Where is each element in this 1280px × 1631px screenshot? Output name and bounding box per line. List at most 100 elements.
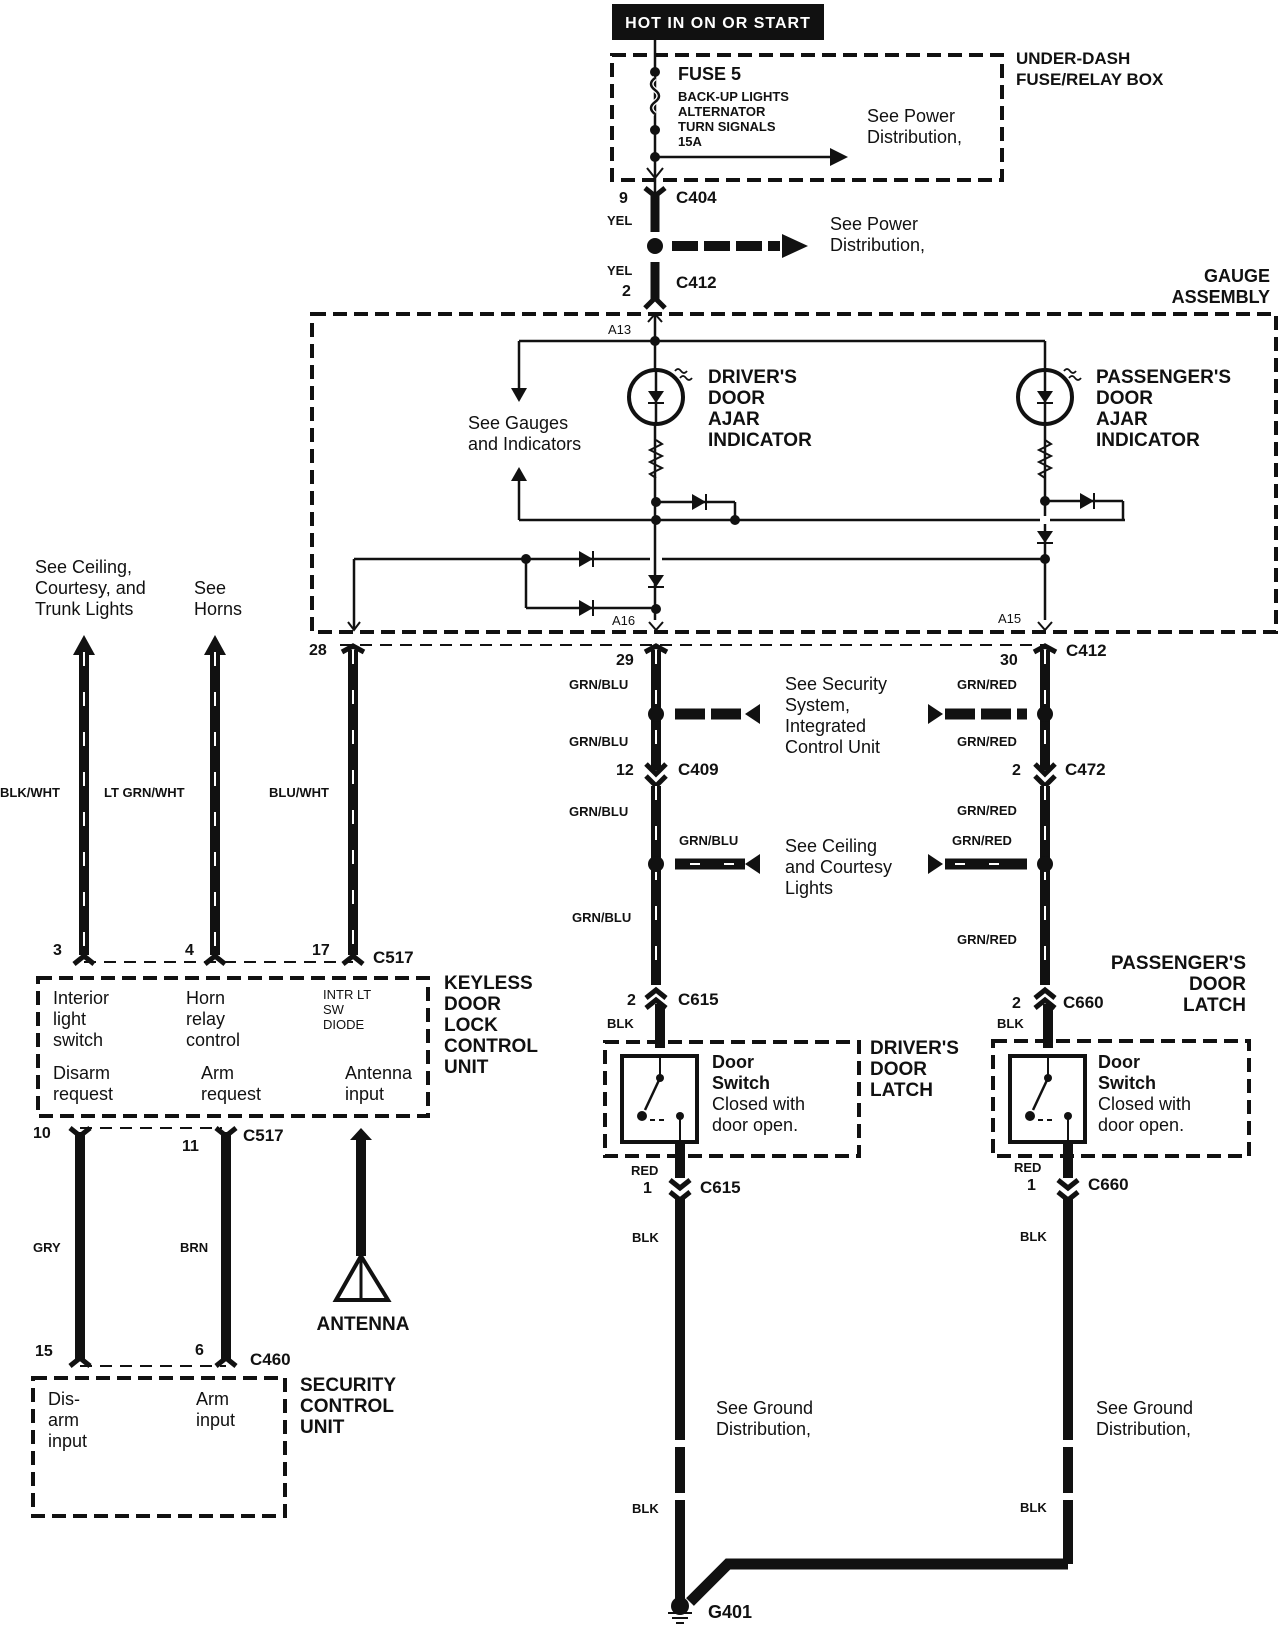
label: Arm <box>196 1389 229 1409</box>
label: SECURITY <box>300 1375 396 1396</box>
label: 12 <box>616 762 634 779</box>
wire-blu-wht: BLU/WHT 17 <box>269 643 366 959</box>
wire-grn-red: GRN/RED GRN/RED 2 C472 GRN/RED GRN/RED G… <box>928 643 1106 985</box>
label: Lights <box>785 878 833 898</box>
label: BRN <box>180 1240 208 1255</box>
label: AJAR <box>1096 409 1148 430</box>
fuse-icon <box>649 77 661 115</box>
label: 17 <box>312 942 330 959</box>
arrow-up-icon <box>350 1128 372 1140</box>
see-ground-distribution-link[interactable]: See Ground <box>716 1398 813 1418</box>
ground-icon <box>671 1597 689 1615</box>
see-power-distribution-link-2[interactable]: See Power <box>830 214 918 234</box>
label: ALTERNATOR <box>678 104 766 119</box>
see-ground-distribution-link-2[interactable]: See Ground <box>1096 1398 1193 1418</box>
label: DOOR <box>444 994 501 1015</box>
label: ANTENNA <box>317 1314 410 1335</box>
label: DRIVER'S <box>870 1038 959 1059</box>
wire-passenger-ground: RED 1 C660 BLK BLK See Ground Distributi… <box>686 1142 1193 1606</box>
light-emission-icon <box>1063 368 1082 381</box>
label: BLK/WHT <box>0 785 60 800</box>
label: LATCH <box>870 1080 933 1101</box>
label: GRN/BLU <box>569 734 628 749</box>
label: C660 <box>1063 993 1104 1012</box>
label: BLK <box>607 1016 634 1031</box>
see-horns-link[interactable]: See <box>194 578 226 598</box>
label: 3 <box>53 942 62 959</box>
passenger-door-latch: PASSENGER'S DOOR LATCH Door Switch Close… <box>991 953 1251 1158</box>
wire-grn-blu: GRN/BLU GRN/BLU 12 C409 GRN/BLU GRN/BLU … <box>569 643 760 985</box>
label: Distribution, <box>867 127 962 147</box>
wire-blk-wht: BLK/WHT 3 <box>0 635 95 959</box>
wire-lt-grn-wht: LT GRN/WHT 4 <box>104 635 226 959</box>
see-ceiling-courtesy-link[interactable]: See Ceiling <box>785 836 877 856</box>
label: UNIT <box>300 1417 345 1438</box>
diode-icon <box>1080 493 1094 509</box>
splice-power-distribution: See Power Distribution, <box>647 214 925 258</box>
label: 1 <box>643 1180 652 1197</box>
arrow-right-icon <box>830 148 848 166</box>
label: Horn <box>186 988 225 1008</box>
resistor-icon <box>647 439 665 479</box>
label: input <box>48 1431 87 1451</box>
label: 9 <box>619 190 628 207</box>
hot-in-on-or-start-badge: HOT IN ON OR START <box>612 4 824 40</box>
label: Switch <box>1098 1073 1156 1093</box>
label: DIODE <box>323 1017 365 1032</box>
label: GRN/RED <box>957 677 1017 692</box>
label: C404 <box>676 188 717 207</box>
see-gauges-link[interactable]: See Gauges <box>468 413 568 433</box>
label: GRN/RED <box>952 833 1012 848</box>
label: 1 <box>1027 1177 1036 1194</box>
label: INDICATOR <box>1096 430 1200 451</box>
label: switch <box>53 1030 103 1050</box>
arrow-left-icon <box>745 704 760 724</box>
label: Arm <box>201 1063 234 1083</box>
label: 28 <box>309 642 327 659</box>
arrow-up-icon <box>73 635 95 655</box>
keyless-door-lock-control-unit: KEYLESS DOOR LOCK CONTROL UNIT Interior … <box>36 973 538 1118</box>
label: DRIVER'S <box>708 367 797 388</box>
label: Antenna <box>345 1063 413 1083</box>
arrow-right-icon <box>928 704 943 724</box>
label: INDICATOR <box>708 430 812 451</box>
label: 10 <box>33 1125 51 1142</box>
label: GRN/RED <box>957 932 1017 947</box>
label: 11 <box>182 1138 199 1155</box>
label: A15 <box>998 611 1021 626</box>
label: Control Unit <box>785 737 880 757</box>
diode-icon <box>692 494 706 510</box>
label: Courtesy, and <box>35 578 146 598</box>
resistor-icon <box>1036 439 1054 479</box>
label: Horns <box>194 599 242 619</box>
label: Switch <box>712 1073 770 1093</box>
label: RED <box>631 1163 658 1178</box>
label: request <box>201 1084 261 1104</box>
see-security-system-link[interactable]: See Security <box>785 674 887 694</box>
label: Interior <box>53 988 109 1008</box>
door-switch-icon <box>620 1054 699 1144</box>
arrow-left-icon <box>745 854 760 874</box>
label: GRY <box>33 1240 61 1255</box>
label: TURN SIGNALS <box>678 119 776 134</box>
label: DOOR <box>870 1059 927 1080</box>
driver-door-ajar-indicator: DRIVER'S DOOR AJAR INDICATOR <box>627 367 812 614</box>
label: DOOR <box>708 388 765 409</box>
label: YEL <box>607 213 632 228</box>
see-ceiling-courtesy-trunk-link[interactable]: See Ceiling, <box>35 557 132 577</box>
connector-c517-top: C517 <box>373 948 414 967</box>
label: 15A <box>678 134 702 149</box>
connector-c615: 2 C615 BLK <box>607 986 719 1048</box>
label: GRN/BLU <box>569 677 628 692</box>
label: arm <box>48 1410 79 1430</box>
connector-c472: C472 <box>1065 760 1106 779</box>
driver-door-latch: DRIVER'S DOOR LATCH Door Switch Closed w… <box>603 1038 959 1158</box>
label: 2 <box>622 283 631 300</box>
wire-driver-ground: RED 1 C615 BLK BLK See Ground Distributi… <box>631 1142 813 1605</box>
label: 2 <box>1012 995 1021 1012</box>
security-control-unit: SECURITY CONTROL UNIT Dis- arm input Arm… <box>31 1375 396 1518</box>
connector-c660: 2 C660 BLK <box>997 986 1104 1048</box>
see-power-distribution-link[interactable]: See Power <box>867 106 955 126</box>
label: YEL <box>607 263 632 278</box>
